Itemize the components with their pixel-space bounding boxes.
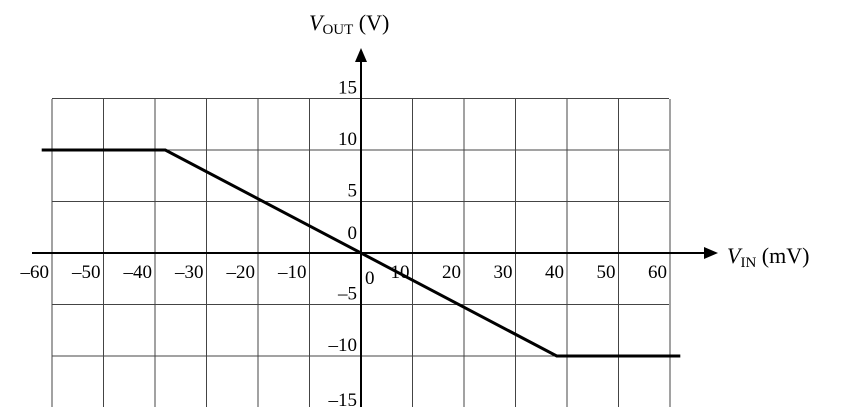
x-tick-label: –20 [226, 262, 256, 283]
y-axis-label-unit: (V) [353, 10, 389, 35]
x-axis-label: VIN (mV) [727, 243, 809, 271]
y-tick-label: –15 [328, 390, 358, 407]
x-tick-label: –50 [71, 262, 101, 283]
y-tick-label: 10 [338, 129, 357, 150]
x-axis-label-sub: IN [740, 255, 756, 271]
y-axis-label: VOUT (V) [309, 10, 389, 38]
y-axis-label-sub: OUT [322, 22, 353, 38]
x-axis-label-var: V [727, 243, 743, 268]
x-tick-label: 0 [365, 268, 375, 289]
x-tick-label: 20 [442, 262, 461, 283]
y-axis-arrow [355, 48, 367, 62]
y-tick-label: –10 [328, 335, 358, 356]
y-tick-label: 0 [348, 223, 358, 244]
x-tick-label: 60 [648, 262, 667, 283]
x-axis-arrow [704, 247, 718, 259]
y-axis-label-var: V [309, 10, 325, 35]
x-tick-label: 40 [545, 262, 564, 283]
x-tick-label: –10 [277, 262, 307, 283]
y-tick-label: 5 [348, 181, 358, 202]
x-axis-label-unit: (mV) [756, 243, 809, 268]
y-tick-label: 15 [338, 78, 357, 99]
y-tick-label: –5 [337, 284, 357, 305]
x-tick-label: –40 [123, 262, 153, 283]
x-tick-label: –60 [20, 262, 50, 283]
x-tick-label: –30 [174, 262, 204, 283]
series-line [41, 148, 681, 358]
x-tick-label: 50 [597, 262, 616, 283]
x-tick-label: 30 [494, 262, 513, 283]
axes [32, 48, 718, 407]
series [41, 148, 681, 358]
